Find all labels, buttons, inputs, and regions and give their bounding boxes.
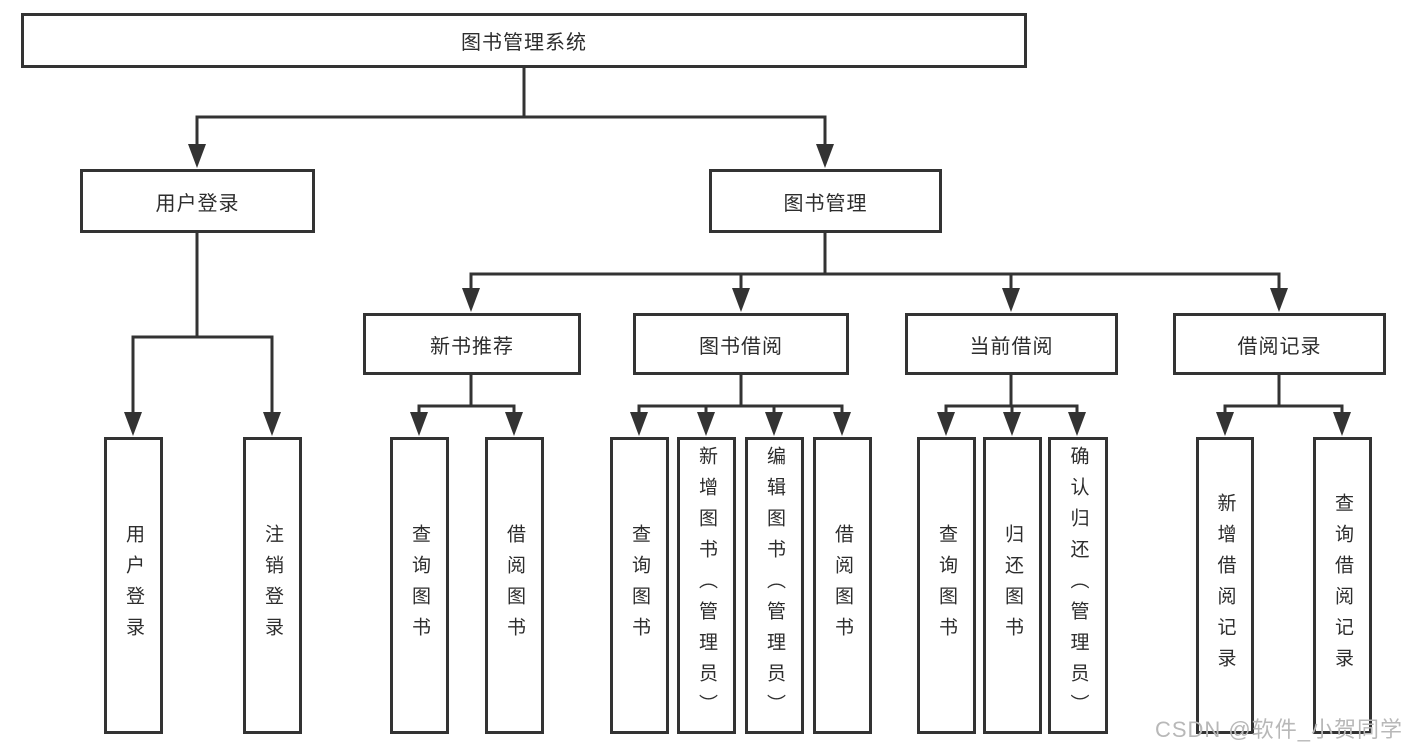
leaf-add-borrow-record: 新增借阅记录: [1196, 437, 1254, 734]
leaf-query-books-under-newrec: 查询图书: [390, 437, 449, 734]
node-label: 当前借阅: [969, 335, 1054, 358]
node-label: 查询图书: [629, 523, 650, 648]
edge-borrow-to-leaves: [637, 373, 844, 418]
arrowheads: [124, 144, 1351, 436]
node-label: 新增借阅记录: [1214, 492, 1236, 679]
edge-userlogin-to-leaves: [131, 231, 274, 418]
node-label: 用户登录: [123, 523, 144, 648]
leaf-borrow-books-under-newrec: 借阅图书: [485, 437, 544, 734]
leaf-query-books-under-current: 查询图书: [917, 437, 976, 734]
node-book-borrowing: 图书借阅: [633, 313, 849, 375]
node-user-login: 用户登录: [80, 169, 315, 233]
node-library-management-system: 图书管理系统: [21, 13, 1027, 68]
leaf-user-login: 用户登录: [104, 437, 163, 734]
edge-current-to-leaves: [944, 373, 1079, 418]
node-label: 查询图书: [936, 523, 957, 648]
leaf-logout: 注销登录: [243, 437, 302, 734]
node-label: 新增图书（管理员）: [696, 446, 717, 725]
leaf-return-book: 归还图书: [983, 437, 1042, 734]
node-book-management: 图书管理: [709, 169, 942, 233]
leaf-query-borrow-record: 查询借阅记录: [1313, 437, 1372, 734]
node-label: 新书推荐: [430, 335, 514, 358]
node-label: 图书借阅: [699, 335, 783, 358]
leaf-confirm-return-admin: 确认归还（管理员）: [1048, 437, 1108, 734]
node-label: 借阅记录: [1237, 335, 1322, 358]
node-label: 确认归还（管理员）: [1067, 446, 1089, 725]
node-label: 编辑图书（管理员）: [764, 446, 785, 725]
node-label: 图书管理: [783, 192, 868, 215]
edge-bookmgmt-to-level3: [469, 231, 1281, 294]
leaf-borrow-books-under-borrow: 借阅图书: [813, 437, 872, 734]
node-label: 查询图书: [409, 523, 430, 648]
leaf-edit-book-admin: 编辑图书（管理员）: [745, 437, 804, 734]
node-label: 归还图书: [1002, 523, 1023, 648]
edge-records-to-leaves: [1223, 373, 1344, 418]
node-label: 借阅图书: [832, 523, 853, 648]
leaf-query-books-under-borrow: 查询图书: [610, 437, 669, 734]
node-label: 查询借阅记录: [1332, 492, 1353, 679]
node-borrowing-records: 借阅记录: [1173, 313, 1386, 375]
node-label: 借阅图书: [504, 523, 525, 648]
node-label: 图书管理系统: [461, 32, 587, 54]
node-current-borrowing: 当前借阅: [905, 313, 1118, 375]
csdn-watermark: CSDN @软件_小贺同学: [1154, 717, 1403, 742]
node-new-book-recommend: 新书推荐: [363, 313, 581, 375]
leaf-add-book-admin: 新增图书（管理员）: [677, 437, 736, 734]
node-label: 用户登录: [155, 192, 240, 215]
node-label: 注销登录: [262, 523, 283, 648]
edge-root-to-level2: [195, 66, 827, 152]
edge-newrec-to-leaves: [417, 373, 516, 418]
